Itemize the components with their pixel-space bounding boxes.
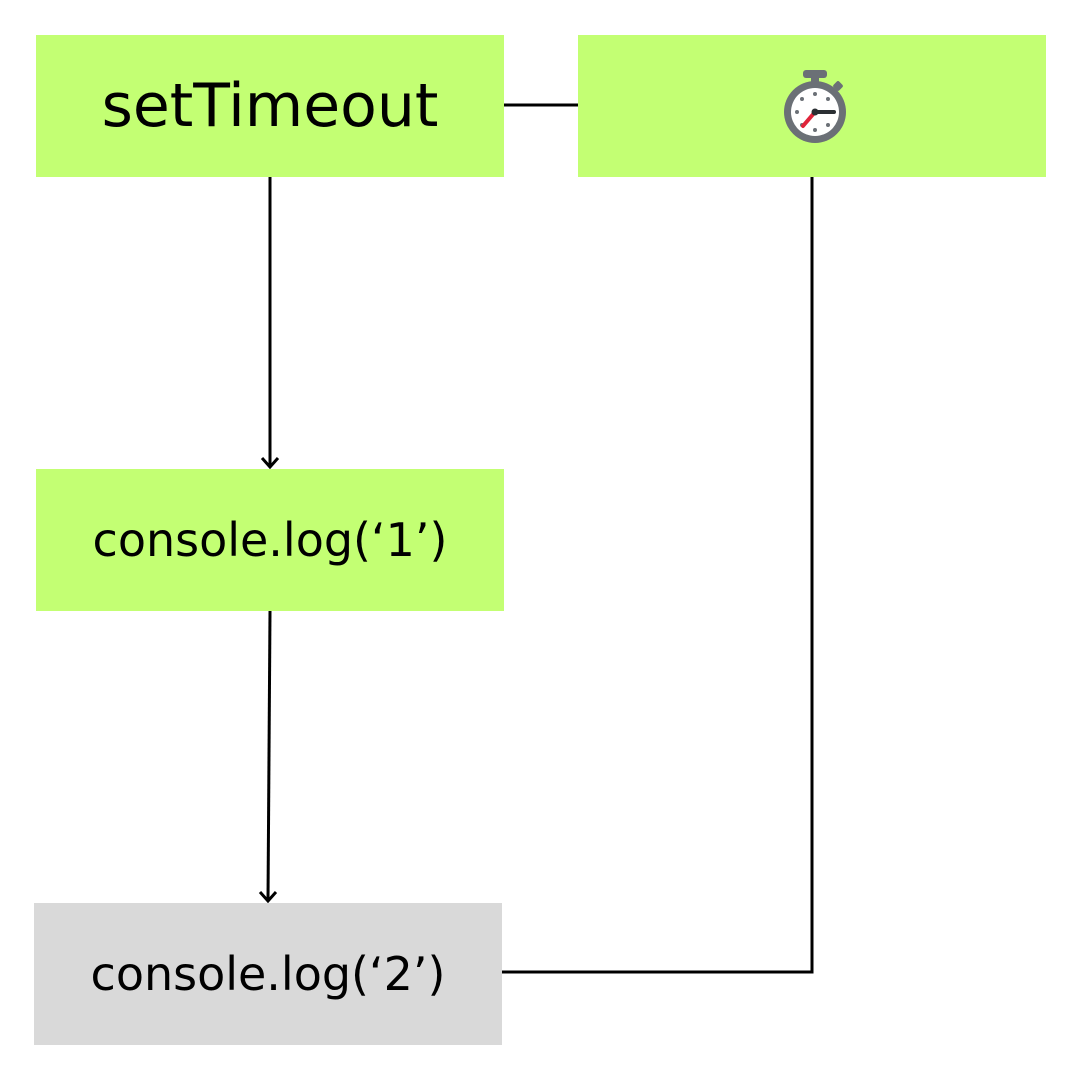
edge-log1-log2 — [258, 610, 278, 904]
console-log-1-node: console.log(‘1’) — [36, 469, 504, 611]
console-log-2-label: console.log(‘2’) — [90, 947, 446, 1001]
settimeout-label: setTimeout — [101, 71, 439, 141]
edge-settimeout-log1 — [260, 177, 280, 470]
settimeout-node: setTimeout — [36, 35, 504, 177]
edge-timer-log2 — [502, 177, 814, 974]
timer-node — [578, 35, 1046, 177]
stopwatch-icon — [784, 70, 846, 143]
console-log-1-label: console.log(‘1’) — [92, 513, 448, 567]
console-log-2-node: console.log(‘2’) — [34, 903, 502, 1045]
